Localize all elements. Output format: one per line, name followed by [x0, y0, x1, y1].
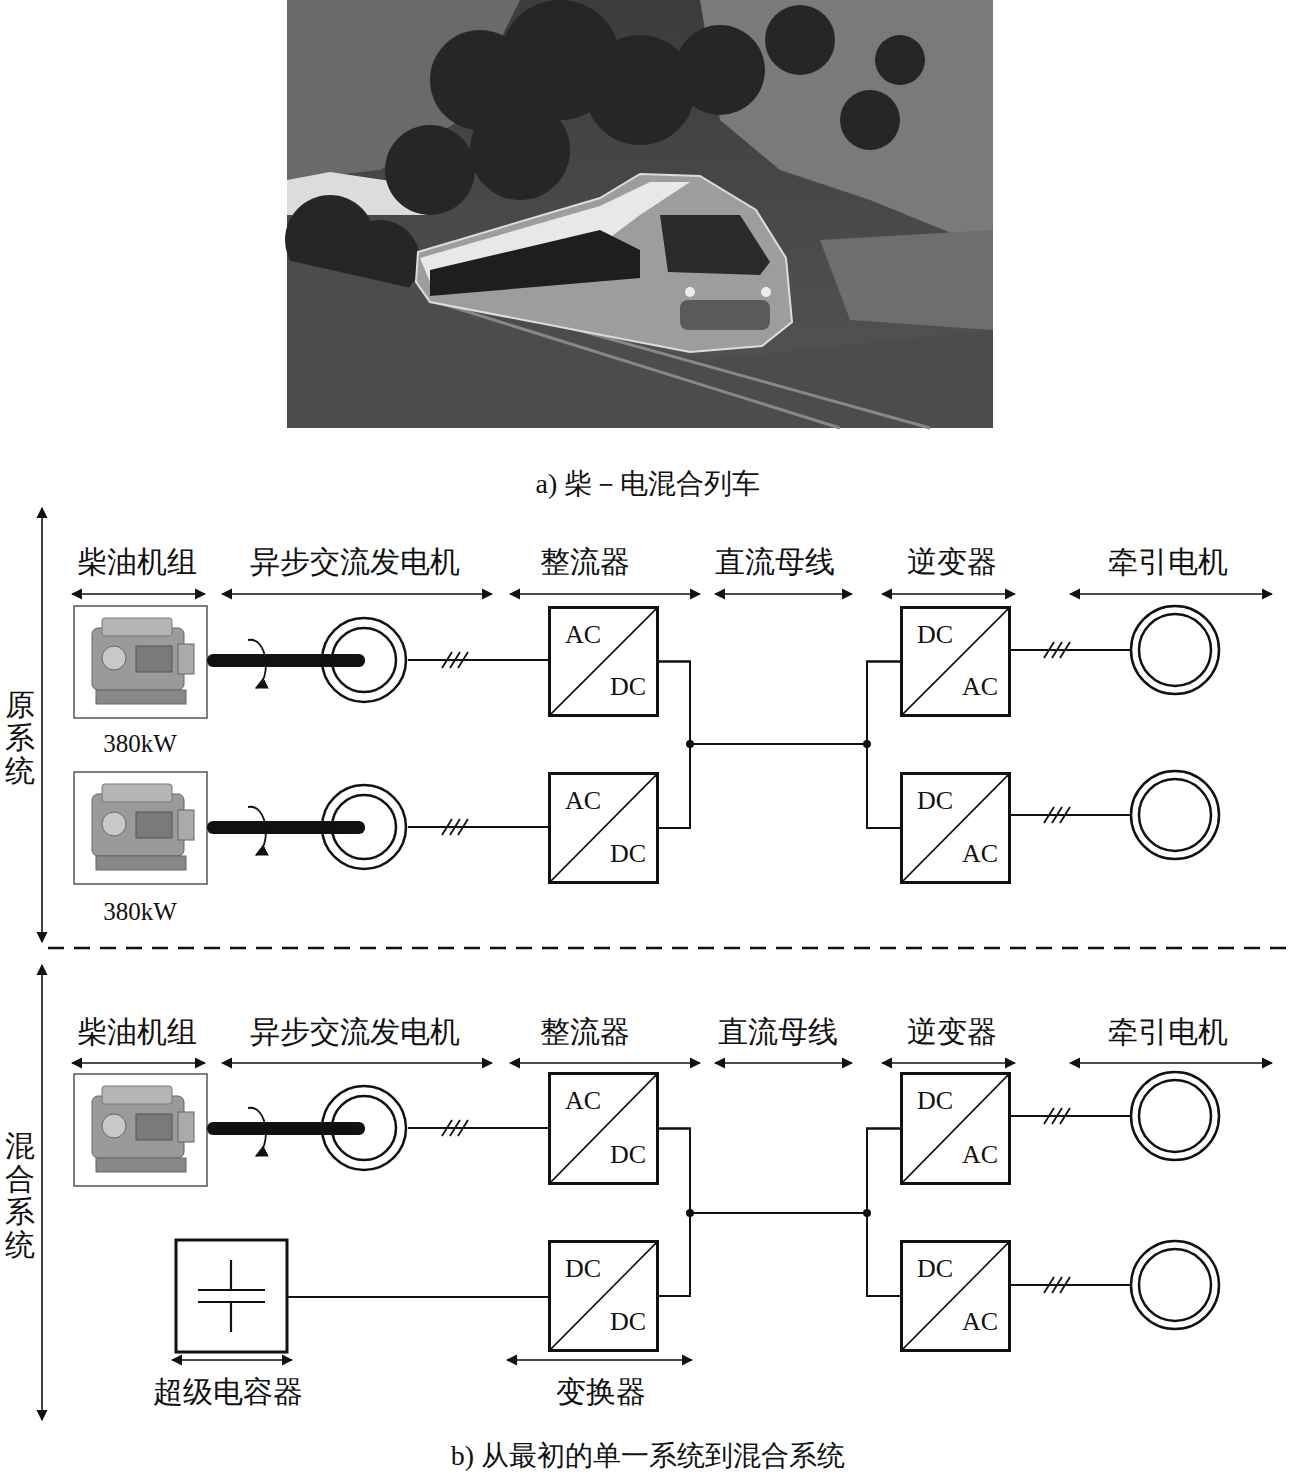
text-label: 直流母线: [715, 544, 835, 580]
converter-text: DC: [610, 840, 646, 869]
converter-text: AC: [565, 1087, 601, 1116]
converter-box: DC AC: [900, 606, 1011, 717]
text-label: a) 柴－电混合列车: [536, 467, 761, 501]
text-label: 整流器: [540, 544, 630, 580]
converter-text: AC: [962, 840, 998, 869]
train-photo: [285, 0, 993, 428]
supercapacitor-symbol: [176, 1240, 548, 1352]
dc-bus-wire: [659, 662, 900, 829]
bus-junctions: [686, 740, 871, 1217]
converter-text: DC: [917, 1087, 953, 1116]
text-label: 牵引电机: [1108, 1014, 1228, 1050]
text-label: 异步交流发电机: [250, 1014, 460, 1050]
converter-text: DC: [917, 787, 953, 816]
text-label: 柴油机组: [77, 544, 197, 580]
text-label: 380kW: [103, 729, 177, 759]
converter-text: AC: [962, 1308, 998, 1337]
converter-text: AC: [962, 1141, 998, 1170]
converter-text: DC: [917, 1255, 953, 1284]
text-label: 直流母线: [718, 1014, 838, 1050]
converter-text: AC: [565, 787, 601, 816]
converter-box: AC DC: [548, 606, 659, 717]
converter-text: DC: [610, 1141, 646, 1170]
vertical-label: 原系统: [5, 688, 35, 787]
text-label: 牵引电机: [1108, 544, 1228, 580]
converter-box: DC AC: [900, 1072, 1011, 1185]
section-divider: [48, 947, 1296, 950]
dc-bus-wire: [659, 1129, 900, 1297]
dc-bus-wire: [659, 1213, 900, 1296]
text-label: 380kW: [103, 897, 177, 927]
converter-text: AC: [565, 621, 601, 650]
dc-bus-wire: [659, 1129, 900, 1297]
vertical-label: 混合系统: [5, 1129, 35, 1261]
converter-text: AC: [962, 673, 998, 702]
converter-text: DC: [565, 1255, 601, 1284]
dc-bus-wire: [659, 744, 900, 828]
traction-motors: [1011, 606, 1219, 1329]
text-label: 异步交流发电机: [250, 544, 460, 580]
converter-box: AC DC: [548, 772, 659, 884]
text-label: 整流器: [540, 1014, 630, 1050]
converter-box: DC AC: [900, 772, 1011, 884]
converter-box: DC DC: [548, 1240, 659, 1352]
dc-bus-wire: [659, 1129, 900, 1214]
span-arrows: [42, 508, 1272, 1420]
dc-bus-wire: [659, 662, 900, 829]
converter-text: DC: [917, 621, 953, 650]
text-label: 逆变器: [907, 544, 997, 580]
text-label: 柴油机组: [77, 1014, 197, 1050]
figure-caption: b) 从最初的单一系统到混合系统: [451, 1439, 845, 1473]
text-label: 超级电容器: [153, 1374, 303, 1410]
text-label: 逆变器: [907, 1014, 997, 1050]
dc-bus-wire: [659, 662, 900, 745]
converter-box: AC DC: [548, 1072, 659, 1185]
engine-generator-sets: [74, 606, 548, 1186]
converter-text: DC: [610, 1308, 646, 1337]
text-label: 变换器: [556, 1374, 646, 1410]
converter-text: DC: [610, 673, 646, 702]
converter-box: DC AC: [900, 1240, 1011, 1352]
